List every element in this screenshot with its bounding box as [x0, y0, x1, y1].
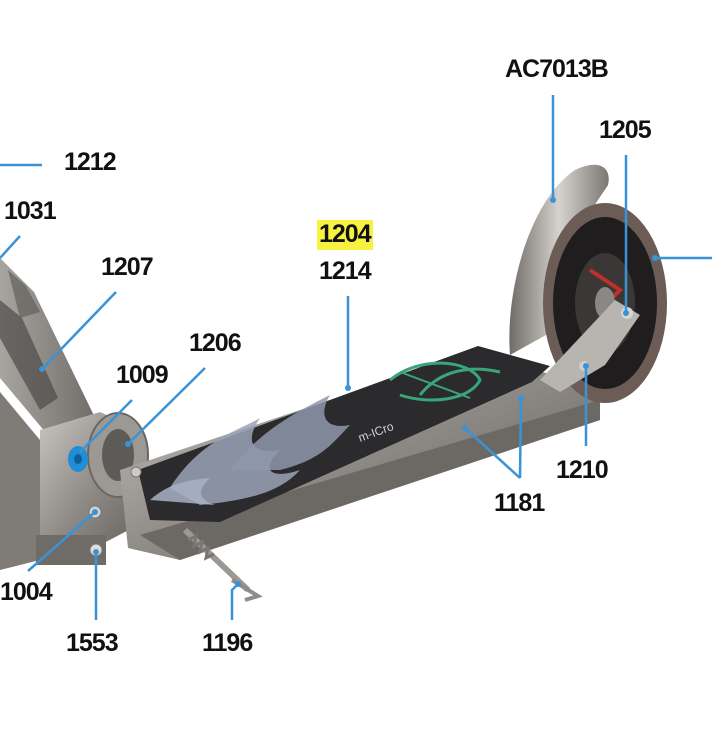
label-1212: 1212 [64, 148, 117, 176]
label-1210: 1210 [556, 456, 609, 484]
leader-1004 [27, 511, 96, 572]
label-1206: 1206 [189, 329, 242, 357]
leader-1206 [127, 367, 206, 445]
label-1205: 1205 [599, 116, 652, 144]
bolt-1206 [130, 466, 142, 478]
label-1181: 1181 [494, 489, 545, 517]
label-1207: 1207 [101, 253, 154, 281]
leader-1031 [0, 235, 21, 259]
leader-1181-a [518, 397, 523, 479]
leader-1196 [230, 583, 239, 620]
leader-endpoints [39, 197, 658, 587]
leader-1207 [41, 291, 117, 370]
label-1004: 1004 [0, 578, 53, 606]
deck-grip-tape: m-ICro [138, 346, 550, 522]
leader-1009 [79, 399, 133, 453]
leader-1181-b [464, 427, 521, 479]
stem-tube [0, 258, 100, 570]
label-1031: 1031 [4, 197, 57, 225]
label-1009: 1009 [116, 361, 169, 389]
label-1553: 1553 [66, 629, 119, 657]
label-ac7013b: AC7013B [505, 55, 609, 83]
label-1214: 1214 [319, 257, 372, 285]
label-1196: 1196 [202, 629, 253, 657]
folding-knob [68, 446, 88, 472]
label-1204-highlighted: 1204 [317, 220, 373, 250]
